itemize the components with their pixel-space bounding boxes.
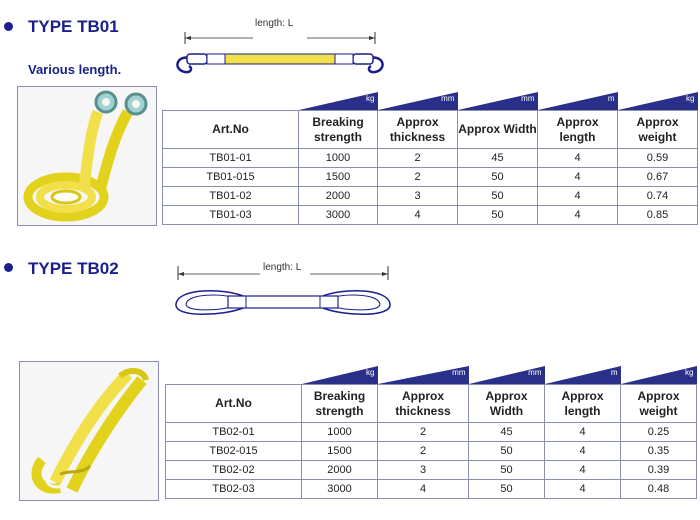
table-cell: 2 <box>377 422 469 442</box>
bullet-icon <box>4 22 13 31</box>
header-cell: Approx weight <box>617 110 698 149</box>
table-row: TB01-02 2000 3 50 4 0.74 <box>162 186 698 206</box>
table-cell: 45 <box>457 148 538 168</box>
table-cell: 50 <box>457 186 538 206</box>
table-cell: 2000 <box>301 460 378 480</box>
header-cell: Approx length <box>537 110 618 149</box>
table-cell: 50 <box>457 205 538 225</box>
bullet-icon <box>4 263 13 272</box>
tb02-spec-table: kg mm mm m kg Art.No Breaking strength A… <box>165 366 697 499</box>
header-cell: Art.No <box>165 384 302 423</box>
table-cell: 50 <box>457 167 538 187</box>
table-cell: 4 <box>544 422 621 442</box>
table-cell: 0.35 <box>620 441 697 461</box>
table-row: TB01-01 1000 2 45 4 0.59 <box>162 148 698 168</box>
unit-label: mm <box>452 368 466 377</box>
table-cell: 4 <box>537 167 618 187</box>
table-cell: TB02-015 <box>165 441 302 461</box>
header-cell: Approx length <box>544 384 621 423</box>
table-cell: 4 <box>537 205 618 225</box>
towing-strap-hooks-image <box>18 87 156 225</box>
unit-label: m <box>610 368 618 377</box>
table-cell: 0.74 <box>617 186 698 206</box>
unit-label: mm <box>521 94 535 103</box>
table-cell: 1000 <box>301 422 378 442</box>
tb02-product-photo <box>19 361 159 501</box>
header-cell: Approx Width <box>457 110 538 149</box>
table-row: TB02-01 1000 2 45 4 0.25 <box>165 422 697 442</box>
table-cell: 4 <box>544 479 621 499</box>
table-cell: TB01-01 <box>162 148 299 168</box>
length-label: length: L <box>263 262 302 273</box>
table-cell: 3000 <box>301 479 378 499</box>
header-cell: Approx thickness <box>377 110 458 149</box>
unit-row: kg mm mm m kg <box>163 92 698 111</box>
table-row: TB02-03 3000 4 50 4 0.48 <box>165 479 697 499</box>
table-cell: 3 <box>377 460 469 480</box>
table-cell: 3 <box>377 186 458 206</box>
table-cell: 4 <box>377 205 458 225</box>
table-cell: 3000 <box>298 205 378 225</box>
table-cell: 0.67 <box>617 167 698 187</box>
unit-label: kg <box>366 368 375 377</box>
loop-strap-drawing <box>175 266 391 315</box>
table-cell: 4 <box>537 148 618 168</box>
unit-label: kg <box>686 94 695 103</box>
table-cell: 0.25 <box>620 422 697 442</box>
table-cell: TB02-01 <box>165 422 302 442</box>
table-cell: 50 <box>468 479 545 499</box>
header-cell: Art.No <box>162 110 299 149</box>
length-label: length: L <box>255 18 294 29</box>
table-cell: 2 <box>377 148 458 168</box>
table-cell: 0.85 <box>617 205 698 225</box>
unit-label: mm <box>441 94 455 103</box>
table-cell: 0.39 <box>620 460 697 480</box>
table-cell: TB01-03 <box>162 205 299 225</box>
table-header: Art.No Breaking strength Approx thicknes… <box>162 110 698 149</box>
tb02-diagram: length: L <box>168 258 398 323</box>
table-cell: 50 <box>468 441 545 461</box>
header-cell: Approx thickness <box>377 384 469 423</box>
header-cell: Approx weight <box>620 384 697 423</box>
section-title-tb02: TYPE TB02 <box>28 259 119 278</box>
header-cell: Breaking strength <box>298 110 378 149</box>
header-cell: Breaking strength <box>301 384 378 423</box>
table-cell: TB02-03 <box>165 479 302 499</box>
table-cell: TB01-015 <box>162 167 299 187</box>
table-cell: 4 <box>537 186 618 206</box>
table-cell: 4 <box>544 441 621 461</box>
unit-label: kg <box>685 368 694 377</box>
table-cell: 2 <box>377 167 458 187</box>
unit-label: mm <box>528 368 542 377</box>
unit-row: kg mm mm m kg <box>166 366 697 385</box>
table-cell: 0.59 <box>617 148 698 168</box>
unit-label: m <box>607 94 615 103</box>
table-cell: 4 <box>544 460 621 480</box>
tb01-product-photo <box>17 86 157 226</box>
table-cell: 1500 <box>301 441 378 461</box>
table-cell: 0.48 <box>620 479 697 499</box>
table-cell: 50 <box>468 460 545 480</box>
table-header: Art.No Breaking strength Approx thicknes… <box>165 384 697 423</box>
table-cell: 4 <box>377 479 469 499</box>
table-row: TB02-015 1500 2 50 4 0.35 <box>165 441 697 461</box>
table-cell: 2000 <box>298 186 378 206</box>
section-title-tb01: TYPE TB01 <box>28 17 119 36</box>
table-row: TB01-015 1500 2 50 4 0.67 <box>162 167 698 187</box>
table-cell: 1500 <box>298 167 378 187</box>
header-cell: Approx Width <box>468 384 545 423</box>
table-cell: 45 <box>468 422 545 442</box>
unit-label: kg <box>366 94 375 103</box>
tb01-spec-table: kg mm mm m kg Art.No Breaking strength A… <box>162 92 698 225</box>
table-cell: TB02-02 <box>165 460 302 480</box>
towing-strap-loops-image <box>20 362 158 500</box>
table-cell: TB01-02 <box>162 186 299 206</box>
section-subtitle: Various length. <box>28 62 122 77</box>
table-cell: 2 <box>377 441 469 461</box>
table-cell: 1000 <box>298 148 378 168</box>
tb01-diagram: length: L <box>165 18 395 78</box>
table-row: TB01-03 3000 4 50 4 0.85 <box>162 205 698 225</box>
hook-strap-drawing <box>176 32 384 74</box>
table-row: TB02-02 2000 3 50 4 0.39 <box>165 460 697 480</box>
